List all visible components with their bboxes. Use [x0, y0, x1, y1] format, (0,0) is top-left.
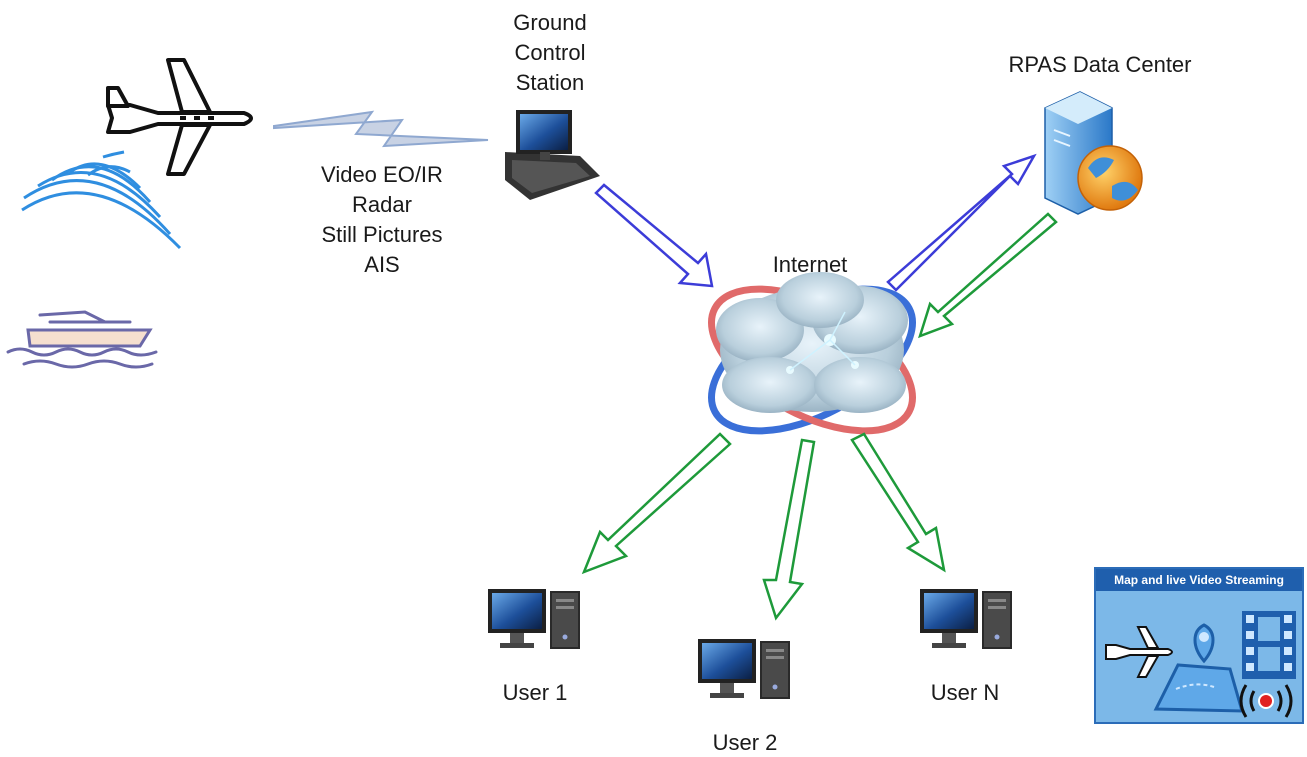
arrow-gcs-to-internet [594, 183, 714, 288]
payload-line: Still Pictures [321, 222, 443, 247]
rpas-data-center-label: RPAS Data Center [1008, 52, 1192, 77]
map-pin-icon [1153, 623, 1245, 713]
gcs-label-line: Control [514, 40, 586, 65]
payload-link-label: Video EO/IR Radar Still Pictures AIS [292, 160, 472, 280]
cloud-network-icon [708, 272, 916, 435]
gcs-label-line: Station [515, 70, 585, 95]
payload-line: AIS [364, 252, 400, 277]
gcs-label-line: Ground [513, 10, 587, 35]
small-airplane-icon [1105, 626, 1173, 678]
user1-label: User 1 [502, 680, 568, 705]
usern-computer-icon [920, 589, 1012, 649]
lightning-link-icon [273, 110, 489, 148]
signal-waves-icon [21, 150, 182, 250]
server-globe-icon [1044, 91, 1143, 215]
internet-label: Internet [772, 252, 848, 277]
broadcast-icon [1239, 684, 1293, 718]
arrow-datacenter-to-internet [918, 212, 1058, 339]
usern-label: User N [930, 680, 1000, 705]
payload-line: Video EO/IR [321, 162, 443, 187]
arrow-internet-to-datacenter [886, 153, 1037, 292]
ground-control-computer-icon [505, 110, 600, 200]
ground-control-station-label: Ground Control Station [490, 8, 610, 98]
payload-line: Radar [352, 192, 412, 217]
arrow-internet-to-user1 [581, 432, 732, 575]
film-strip-icon [1242, 611, 1296, 679]
arrow-internet-to-usern [850, 432, 946, 573]
user2-computer-icon [698, 639, 790, 699]
stream-panel: Map and live Video Streaming [1094, 567, 1304, 724]
stream-panel-title: Map and live Video Streaming [1096, 569, 1302, 591]
ship-icon [6, 310, 158, 369]
airplane-icon [106, 58, 253, 176]
arrow-internet-to-user2 [762, 438, 816, 621]
user2-label: User 2 [712, 730, 778, 755]
stream-panel-art [1105, 611, 1296, 718]
user1-computer-icon [488, 589, 580, 649]
